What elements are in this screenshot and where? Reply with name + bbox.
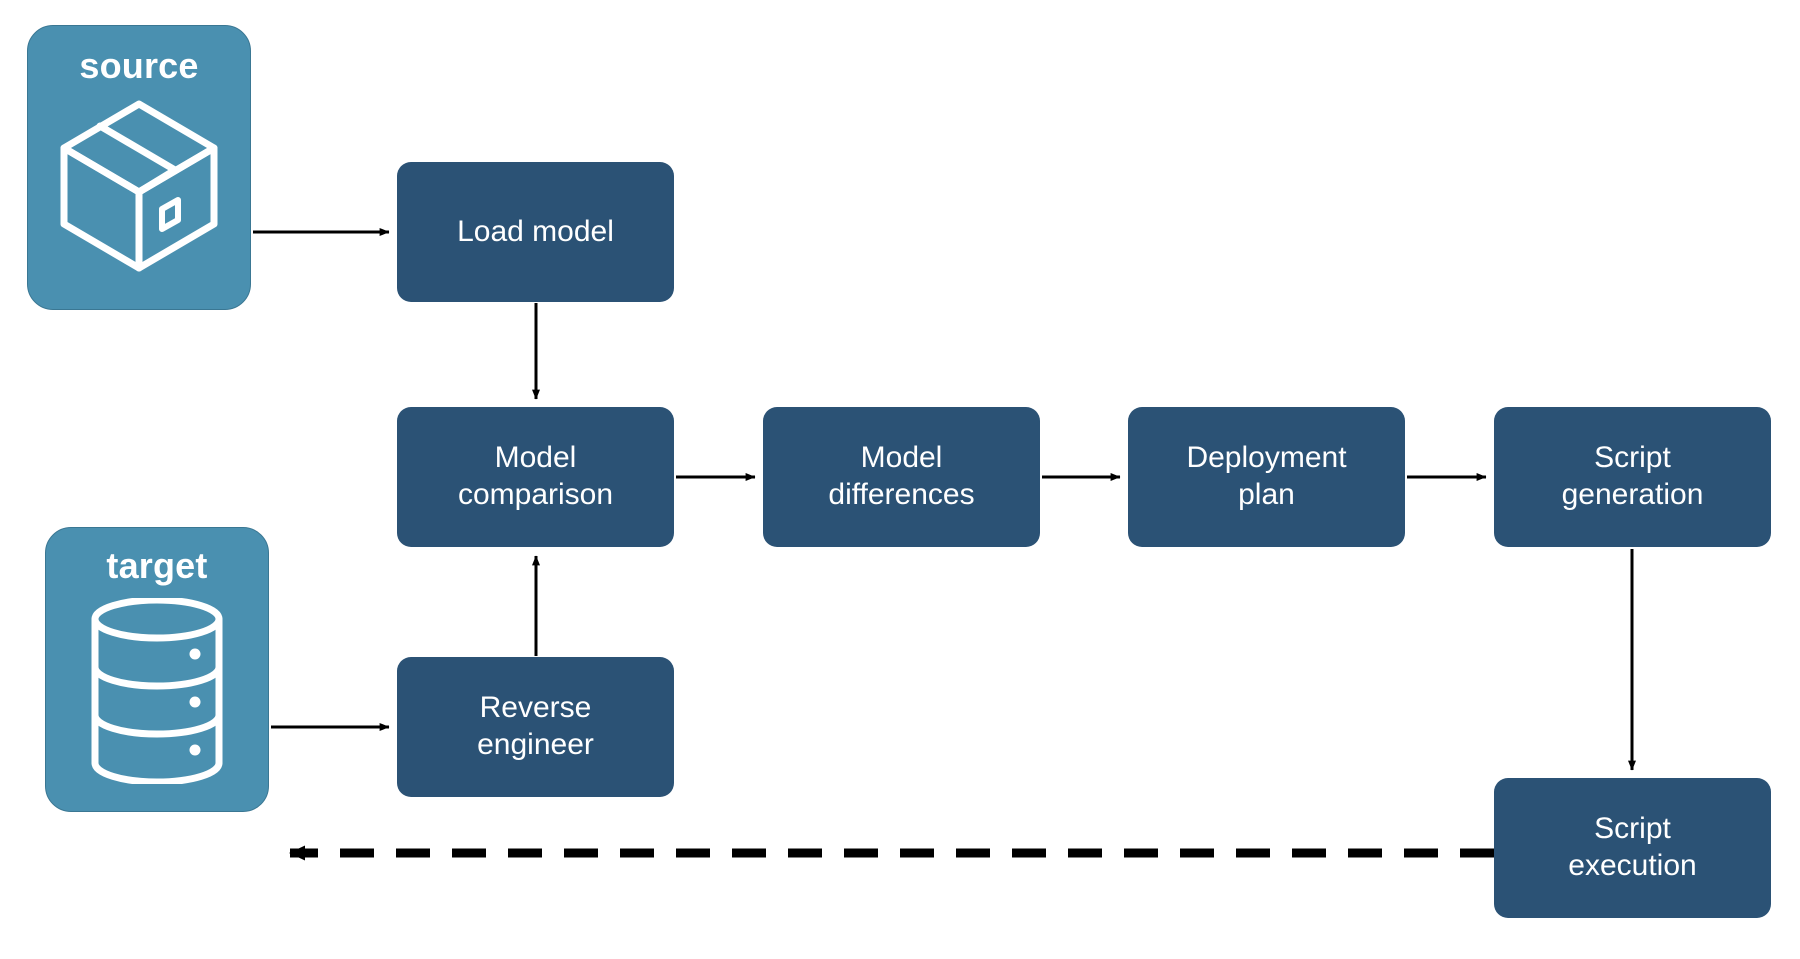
- process-label-line: plan: [1238, 478, 1295, 511]
- database-cylinder-icon: [82, 596, 232, 789]
- process-label-line: engineer: [477, 728, 594, 761]
- process-box-script-execution[interactable]: Script execution: [1494, 778, 1771, 918]
- target-label: target: [106, 545, 208, 586]
- target-endpoint-card[interactable]: target: [45, 527, 269, 812]
- process-label-line: Script: [1594, 812, 1671, 846]
- process-label-line: generation: [1561, 478, 1704, 511]
- process-box-load-model[interactable]: Load model: [397, 162, 674, 302]
- process-label-line: differences: [828, 478, 975, 511]
- process-box-reverse-engineer[interactable]: Reverse engineer: [397, 657, 674, 797]
- process-label-line: execution: [1568, 849, 1697, 882]
- process-label-line: Script: [1594, 441, 1671, 475]
- process-label-line: Model: [860, 441, 943, 475]
- source-label: source: [79, 45, 199, 86]
- process-box-model-comparison[interactable]: Model comparison: [397, 407, 674, 547]
- process-label-line: comparison: [457, 478, 614, 511]
- process-box-deployment-plan[interactable]: Deployment plan: [1128, 407, 1405, 547]
- package-box-icon: [54, 96, 224, 281]
- process-box-model-differences[interactable]: Model differences: [763, 407, 1040, 547]
- source-endpoint-card[interactable]: source: [27, 25, 251, 310]
- process-label-line: Deployment: [1186, 441, 1347, 475]
- process-box-script-generation[interactable]: Script generation: [1494, 407, 1771, 547]
- process-label-line: Reverse: [479, 691, 592, 725]
- process-label-line: Load model: [457, 214, 614, 248]
- process-label-line: Model: [494, 441, 577, 475]
